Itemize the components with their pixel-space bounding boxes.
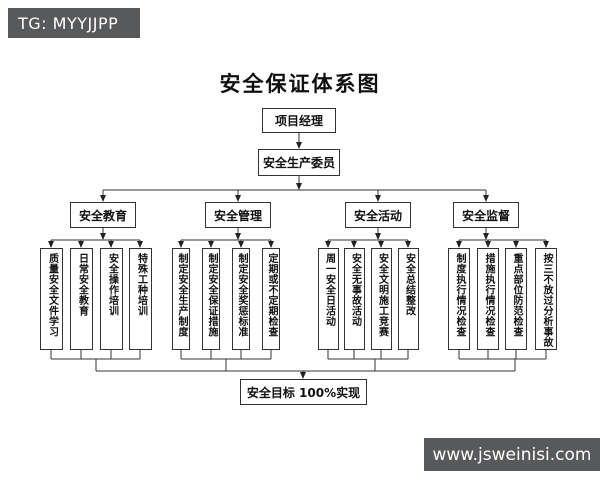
watermark-bottom-badge: www.jsweinisi.com: [424, 438, 600, 471]
leaf-node: 制定安全保证措施: [202, 248, 220, 350]
branch-node-safety-activity: 安全活动: [345, 202, 411, 228]
leaf-node: 安全总结整改: [398, 248, 419, 350]
goal-node: 安全目标 100%实现: [240, 379, 367, 405]
branch-node-safety-management: 安全管理: [205, 202, 271, 228]
leaf-node: 周一安全日活动: [318, 248, 339, 350]
watermark-top-badge: TG: MYYJJPP: [8, 8, 140, 38]
root-node-project-manager: 项目经理: [262, 108, 336, 133]
leaf-node: 特殊工种培训: [129, 248, 152, 350]
leaf-node: 按三不放过分析事故: [535, 248, 557, 350]
branch-node-safety-education: 安全教育: [70, 202, 136, 228]
leaf-node: 安全文明施工竞赛: [371, 248, 392, 350]
leaf-node: 制定安全生产制度: [172, 248, 190, 350]
leaf-node: 制定安全奖惩标准: [232, 248, 250, 350]
leaf-node: 措施执行情况检查: [477, 248, 499, 350]
leaf-node: 制度执行情况检查: [448, 248, 470, 350]
leaf-node: 定期或不定期检查: [262, 248, 280, 350]
branch-node-safety-supervision: 安全监督: [453, 202, 519, 228]
leaf-node: 日常安全教育: [70, 248, 93, 350]
leaf-node: 安全无事故活动: [344, 248, 365, 350]
diagram-title: 安全保证体系图: [219, 72, 381, 96]
watermark-bottom-text: www.jsweinisi.com: [432, 444, 592, 465]
leaf-node: 安全操作培训: [100, 248, 123, 350]
leaf-node: 重点部位防范检查: [505, 248, 527, 350]
committee-node: 安全生产委员: [258, 149, 340, 176]
leaf-node: 质量安全文件学习: [40, 248, 63, 350]
watermark-top-text: TG: MYYJJPP: [18, 13, 119, 33]
